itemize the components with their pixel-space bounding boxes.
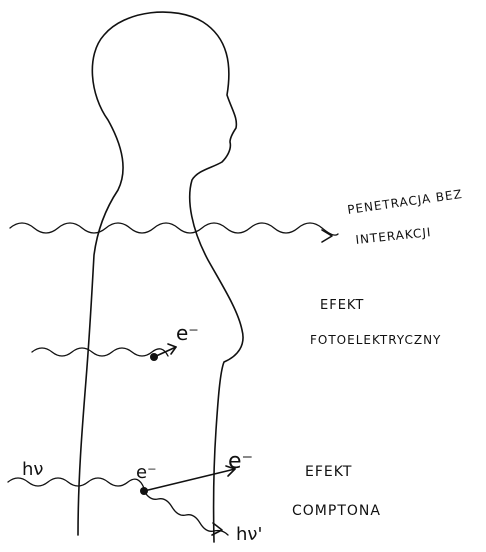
compton-electron-arrow [144,469,235,491]
label-penetration-line1: PENETRACJA BEZ [346,187,463,217]
photon-wave-photoelectric [32,348,168,356]
incident-photon-label: hν [22,459,43,480]
photon-wave-compton-scattered [144,491,228,535]
human-silhouette [78,12,243,542]
label-penetration-line2: INTERAKCJI [355,225,432,247]
label-compton-line1: EFEKT [305,464,352,480]
label-photoelectric-line1: EFEKT [320,298,364,313]
photon-wave-penetration [10,223,338,235]
label-compton-line2: COMPTONA [292,503,381,519]
label-photoelectric-line2: FOTOELEKTRYCZNY [310,333,441,347]
compton-electron-label-1: e⁻ [136,462,157,483]
scattered-photon-label: hν' [236,524,262,545]
photoelectron-label: e⁻ [176,321,199,345]
compton-electron-label-2: e⁻ [228,449,253,474]
